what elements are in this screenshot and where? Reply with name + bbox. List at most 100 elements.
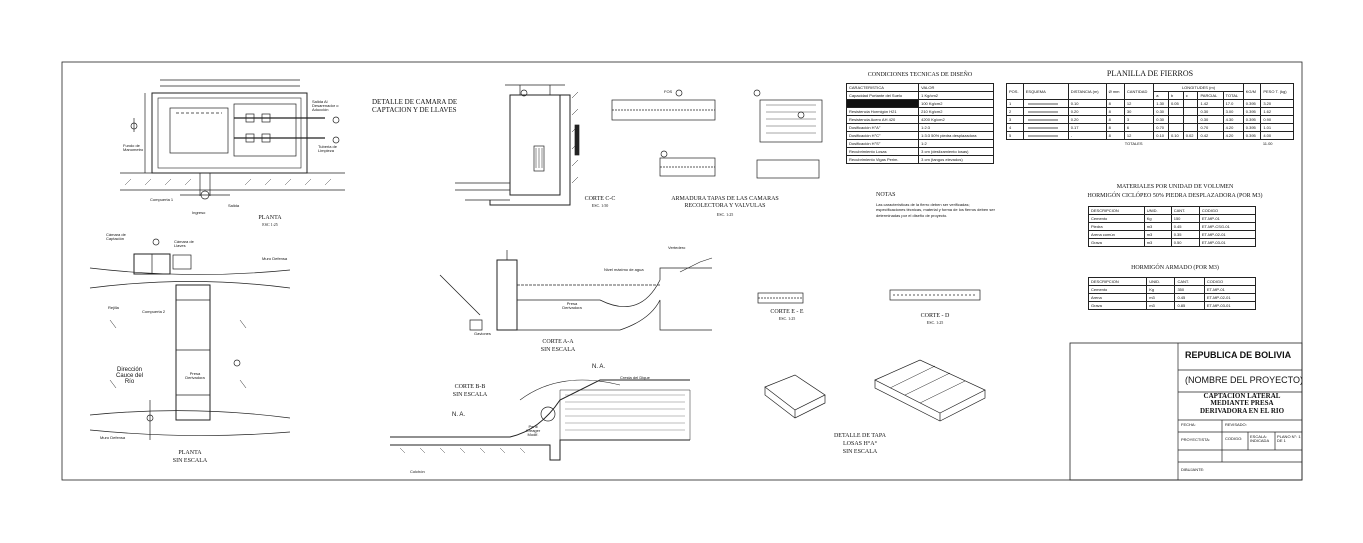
table-cell: 4.20 (1222, 131, 1244, 140)
table-cell: 5 (1006, 131, 1024, 140)
table-cell: Recubrimiento Losas (845, 147, 920, 156)
dibujante-label: DIBUJANTE: (1181, 467, 1205, 472)
camara-detalle-title: DETALLE DE CAMARA DE CAPTACION Y DE LLAV… (372, 98, 458, 115)
table-cell: 0.30 (1153, 115, 1169, 124)
corte-cc-title: CORTE C-C (584, 196, 616, 202)
table-row: Dosificación H°C°1:3:3 50% piedra despla… (845, 131, 994, 140)
total-label: TOTALES (1124, 141, 1143, 146)
table-cell: ET-MP-01 (1203, 285, 1257, 294)
table-cell: 0.395 (1242, 99, 1262, 108)
total-value: 11.00 (1262, 141, 1273, 146)
table-cell: 1:3:3 50% piedra desplazadora (918, 131, 994, 140)
table-cell: 1:2:3 (918, 123, 994, 132)
table-header-cell: CODIGO (1203, 277, 1257, 286)
table-cell: Arena común (1088, 230, 1145, 239)
table-cell: 0.10 (1167, 131, 1184, 140)
table-header-cell: Ø mm (1105, 83, 1125, 100)
table-cell: 3 (1123, 115, 1155, 124)
table-cell: 0.45 (1170, 222, 1200, 231)
table-cell (1167, 115, 1184, 124)
planta-sin-title: PLANTA (178, 450, 202, 456)
table-cell: 6 (1123, 123, 1155, 132)
planta-sin-scale: SIN ESCALA (172, 458, 208, 464)
table-row: 100 Kg/cm2 (845, 99, 994, 108)
table-cell: 210 Kg/cm2 (918, 107, 994, 116)
table-header-cell: b (1167, 91, 1184, 100)
label-presa-derivadora: Presa Derivadora (185, 371, 205, 380)
table-cell: 0.50 (1170, 238, 1200, 247)
table-header-cell: KG/M (1242, 83, 1262, 100)
planta-sin-drawing (89, 238, 291, 440)
proyecto-label: (NOMBRE DEL PROYECTO) (1185, 375, 1304, 385)
title-block-lines (1069, 342, 1303, 481)
table-cell: 1.42 (1197, 99, 1224, 108)
table-header-cell: CODIGO (1198, 206, 1257, 215)
table-cell: 0.395 (1242, 107, 1262, 116)
label-direccion-cauce: Dirección Cauce del Río (115, 367, 144, 385)
table-cell: 3 cm (deslizamiento losas) (918, 147, 994, 156)
notas-text: Las características de la fierro deben s… (876, 202, 995, 218)
table-cell: 1.01 (1260, 123, 1294, 132)
rebar-schema-icon (1022, 99, 1069, 108)
label-gaviones: Gaviones (474, 331, 491, 336)
table-cell: 1:2 (918, 139, 994, 148)
detalle-tapa-title: DETALLE DE TAPA LOSAS H°A° (833, 433, 887, 447)
table-cell: 100 Kg/cm2 (918, 99, 994, 108)
label-muro-defensa: Muro Defensa (262, 256, 288, 261)
table-cell: 8 (1105, 107, 1125, 116)
table-header-cell: POS. (1006, 83, 1024, 100)
label-ingreso: Ingreso (192, 210, 206, 215)
label-colchon: Colchón (410, 469, 425, 474)
table-cell: 350 (1174, 285, 1205, 294)
label-compuerta2: Compuerta 2 (142, 309, 166, 314)
table-header-cell: CANT. (1170, 206, 1200, 215)
table-cell: 0.70 (1153, 123, 1169, 132)
label-rejilla: Rejilla (108, 305, 119, 310)
label-muro-defensa-2: Muro Defensa (100, 435, 126, 440)
corte-aa-title: CORTE A-A (542, 339, 574, 345)
corte-bb-title: CORTE B-B (454, 384, 486, 390)
armadura-scale: ESC. 1:25 (716, 212, 734, 217)
table-header-cell: PESO T. (kg) (1260, 83, 1294, 100)
table-header-cell: CARACTERISTICA (845, 83, 920, 92)
table-header-cell: a (1153, 91, 1169, 100)
table-cell: ET-MP-02-01 (1203, 293, 1257, 302)
table-cell: Dosificación H°S° (845, 139, 920, 148)
table-header-cell: UNID. (1143, 206, 1172, 215)
label-fos: FOS (664, 89, 673, 94)
corte-aa-scale: SIN ESCALA (540, 347, 576, 353)
table-cell: m3 (1146, 301, 1176, 310)
table-header-cell: TOTAL (1222, 91, 1244, 100)
table-cell: m3 (1146, 293, 1176, 302)
republica-label: REPUBLICA DE BOLIVIA (1185, 350, 1292, 360)
table-cell (1182, 107, 1199, 116)
titulo-label: CAPTACION LATERAL MEDIANTE PRESA DERIVAD… (1199, 392, 1285, 415)
table-cell: 0.10 (1067, 99, 1107, 108)
table-cell: ET-MP-01 (1198, 214, 1257, 223)
table-cell: 0.30 (1197, 107, 1224, 116)
table-cell: Capacidad Portante del Suelo (845, 91, 920, 100)
table-cell: 0.395 (1242, 131, 1262, 140)
table-cell: Resistencia Hormigón H21 (845, 107, 920, 116)
table-cell: 0.45 (1174, 293, 1205, 302)
table-cell: 4200 Kg/cm2 (918, 115, 994, 124)
rebar-schema-icon (1022, 115, 1069, 124)
label-na: N. A. (452, 412, 466, 418)
table-cell: 1 (1006, 99, 1024, 108)
table-cell: 0.395 (1242, 123, 1262, 132)
table-header-cell: CANTIDAD (1123, 83, 1155, 100)
table-cell: ET-MP-03-01 (1203, 301, 1257, 310)
corte-ee-title: CORTE E - E (770, 309, 804, 315)
table-header-cell: LONGITUDES (m) (1153, 83, 1244, 92)
table-header-cell: UNID. (1146, 277, 1176, 286)
